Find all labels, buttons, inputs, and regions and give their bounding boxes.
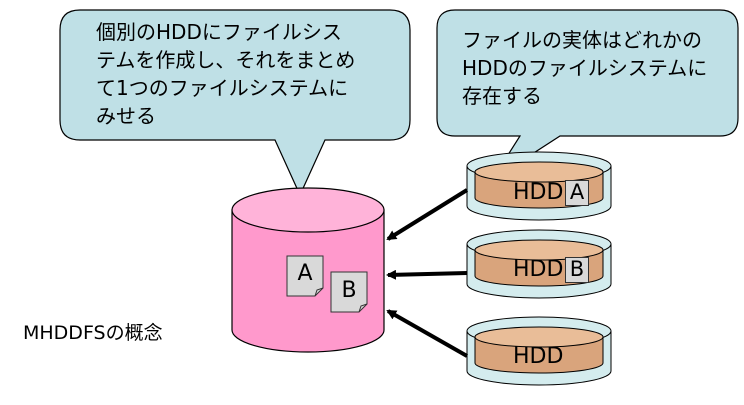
- arrow-disk-3: [386, 309, 468, 358]
- bubble-right-line: HDDのファイルシステムに: [462, 56, 708, 80]
- hdd-2-file-badge: B: [565, 257, 589, 283]
- merged-file-a-label: A: [297, 261, 313, 286]
- bubble-left-line: 個別のHDDにファイルシス: [96, 20, 342, 44]
- bubble-left-text: 個別のHDDにファイルシス テムを作成し、それをまとめ て1つのファイルシステム…: [96, 18, 355, 130]
- arrow-disk-2: [386, 269, 468, 280]
- merged-file-b-label: B: [341, 278, 357, 303]
- hdd-2-label: HDD: [513, 257, 564, 282]
- arrow-disk-1: [386, 188, 469, 241]
- speech-bubble-left: [59, 9, 411, 197]
- hdd-1-label: HDD: [513, 180, 564, 205]
- hdd-disk-3: [466, 316, 612, 386]
- diagram-caption: MHDDFSの概念: [23, 322, 163, 344]
- bubble-left-line: テムを作成し、それをまとめ: [96, 48, 356, 72]
- bubble-right-line: 存在する: [462, 84, 542, 108]
- bubble-right-line: ファイルの実体はどれかの: [462, 28, 702, 52]
- file-icon-b: [330, 271, 368, 313]
- hdd-1-file-badge: A: [565, 180, 589, 206]
- file-icon-a: [286, 255, 324, 297]
- bubble-left-line: て1つのファイルシステムに: [96, 76, 349, 100]
- hdd-3-label: HDD: [513, 344, 564, 369]
- bubble-right-text: ファイルの実体はどれかの HDDのファイルシステムに 存在する: [462, 26, 707, 110]
- bubble-left-line: みせる: [96, 104, 156, 128]
